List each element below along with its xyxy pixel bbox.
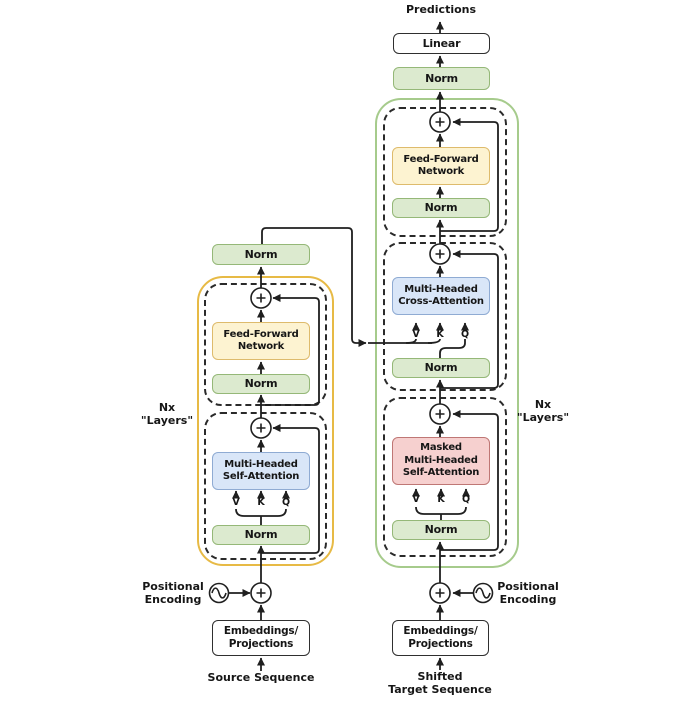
decoder-final-norm-box: Norm <box>393 67 490 90</box>
value-label: V <box>412 329 420 340</box>
positional-encoding-icons <box>208 582 494 604</box>
add-icon <box>250 582 272 604</box>
encoder-attention-norm-box: Norm <box>212 525 310 545</box>
decoder-ffn-norm-box: Norm <box>392 198 490 218</box>
encoder-residual-attention <box>261 424 320 554</box>
add-icon <box>250 417 272 439</box>
encoder-nx-layers-label: Nx "Layers" <box>140 401 194 427</box>
decoder-embeddings-box: Embeddings/ Projections <box>392 620 489 656</box>
add-icon <box>429 403 451 425</box>
decoder-residual-ffn <box>440 118 499 232</box>
encoder-attention-subblock <box>204 412 327 560</box>
add-icon <box>429 582 451 604</box>
encoder-residual-ffn <box>261 294 320 406</box>
decoder-cross-attention-subblock <box>383 242 507 391</box>
decoder-residual-masked <box>440 410 499 551</box>
decoder-residual-cross <box>440 250 499 389</box>
shifted-target-sequence-label: Shifted Target Sequence <box>388 670 492 696</box>
value-label: V <box>232 497 240 508</box>
sine-wave-icon <box>208 582 230 604</box>
decoder-nx-layers-label: Nx "Layers" <box>516 398 570 424</box>
encoder-ffn-norm-box: Norm <box>212 374 310 394</box>
key-label: K <box>257 497 265 508</box>
sine-wave-icon <box>472 582 494 604</box>
query-label: Q <box>461 494 471 505</box>
decoder-layers-container <box>375 98 519 568</box>
decoder-cross-attention-box: Multi-Headed Cross-Attention <box>392 277 490 315</box>
add-icon <box>429 243 451 265</box>
source-sequence-label: Source Sequence <box>207 671 315 684</box>
decoder-masked-self-attention-box: Masked Multi-Headed Self-Attention <box>392 437 490 485</box>
decoder-ffn-subblock <box>383 107 507 237</box>
decoder-feed-forward-box: Feed-Forward Network <box>392 147 490 185</box>
key-label: K <box>437 494 445 505</box>
decoder-positional-encoding-label: Positional Encoding <box>497 580 559 606</box>
predictions-label: Predictions <box>405 3 477 16</box>
encoder-wires <box>229 266 320 671</box>
query-label: Q <box>460 329 470 340</box>
add-nodes <box>250 111 451 604</box>
decoder-cross-norm-box: Norm <box>392 358 490 378</box>
encoder-self-attention-box: Multi-Headed Self-Attention <box>212 452 310 490</box>
encoder-layers-container <box>197 276 334 566</box>
add-icon <box>429 111 451 133</box>
decoder-masked-attention-subblock <box>383 397 507 557</box>
encoder-positional-encoding-label: Positional Encoding <box>142 580 204 606</box>
decoder-query-wire <box>439 339 466 358</box>
decoder-masked-norm-box: Norm <box>392 520 490 540</box>
encoder-output-norm-box: Norm <box>212 244 310 265</box>
encoder-feed-forward-box: Feed-Forward Network <box>212 322 310 360</box>
linear-box: Linear <box>393 33 490 54</box>
encoder-embeddings-box: Embeddings/ Projections <box>212 620 310 656</box>
key-label: K <box>436 329 444 340</box>
query-label: Q <box>281 497 291 508</box>
decoder-wires <box>412 21 499 670</box>
add-icon <box>250 287 272 309</box>
encoder-output-connector <box>261 227 367 347</box>
encoder-to-decoder-wires <box>261 227 444 347</box>
value-label: V <box>412 494 420 505</box>
